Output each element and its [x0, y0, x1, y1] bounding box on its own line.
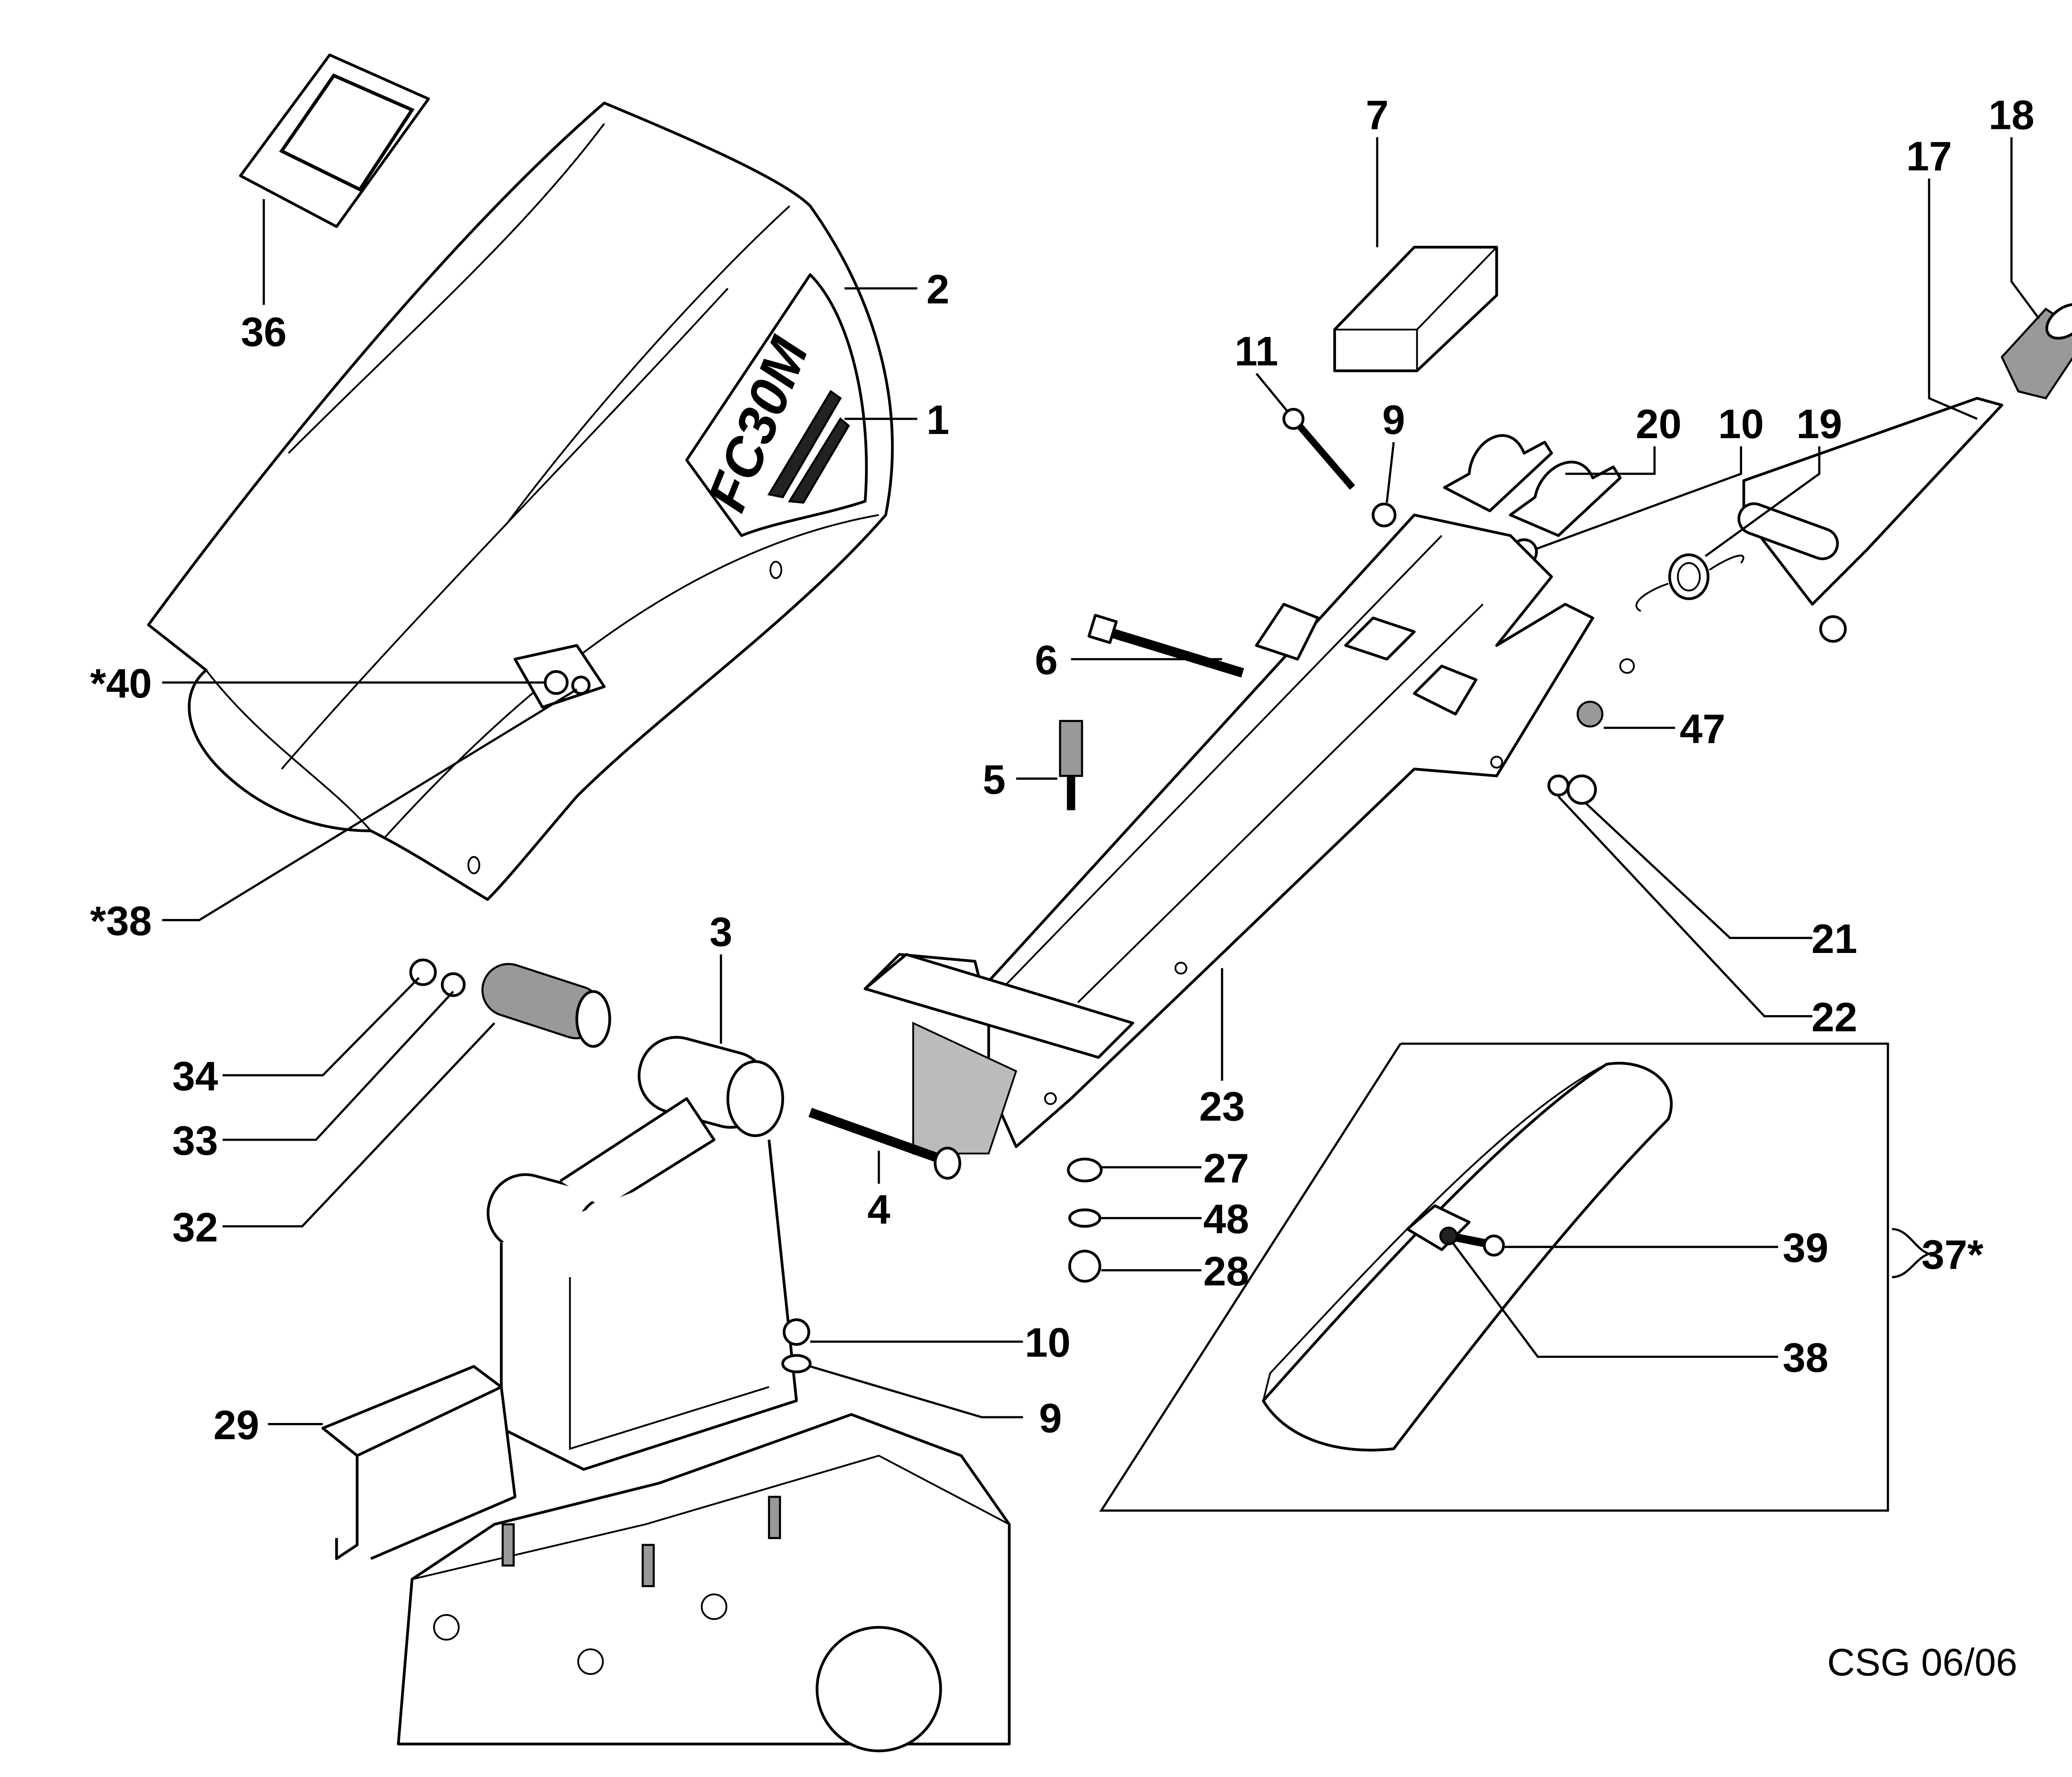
bolt-6 [1087, 613, 1244, 678]
callout-37: 37* [1922, 1232, 1984, 1278]
callout-34: 34 [172, 1054, 218, 1100]
callout-39: 39 [1783, 1225, 1829, 1271]
callout-38-skid: 38 [1783, 1335, 1829, 1381]
callout-33: 33 [172, 1118, 218, 1164]
screw-11 [1282, 407, 1356, 490]
washer-33 [441, 972, 466, 997]
block-7 [1333, 246, 1498, 372]
callout-20: 20 [1636, 401, 1682, 447]
callout-6: 6 [1035, 638, 1058, 684]
callout-18: 18 [1989, 92, 2035, 138]
hood-2 [147, 102, 894, 901]
bolt-4 [808, 1108, 961, 1180]
leader-lines [162, 137, 2040, 1425]
washer-22 [1547, 774, 1570, 797]
frame-23 [864, 514, 1635, 1155]
callout-10-bottom: 10 [1025, 1320, 1071, 1366]
callout-22: 22 [1811, 994, 1857, 1040]
bracket-29 [321, 1365, 517, 1560]
gearbox-housing [397, 1413, 1011, 1753]
washer-48 [1068, 1208, 1101, 1228]
callout-48: 48 [1203, 1196, 1249, 1242]
bolt-39 [1439, 1227, 1505, 1257]
callout-47: 47 [1680, 706, 1726, 752]
callout-29: 29 [213, 1402, 259, 1448]
callout-23: 23 [1199, 1084, 1245, 1130]
callout-17: 17 [1906, 133, 1952, 179]
footer-code: CSG 06/06 [1827, 1641, 2017, 1684]
callout-10-top: 10 [1718, 401, 1764, 447]
grip-18 [2000, 303, 2072, 400]
callout-28: 28 [1203, 1249, 1249, 1295]
callout-1: 1 [927, 397, 949, 443]
callout-9-top: 9 [1382, 397, 1405, 443]
washer-9-top [1372, 502, 1397, 528]
clamps-20 [1443, 434, 1622, 537]
callout-3: 3 [709, 909, 732, 955]
bracket-3 [487, 1036, 798, 1471]
callout-2: 2 [927, 267, 949, 313]
skid-box [1099, 1042, 1889, 1512]
skid-37 [1262, 1062, 1673, 1452]
lever-17 [1737, 397, 2004, 643]
callout-7: 7 [1366, 92, 1389, 138]
callout-38-hood: *38 [90, 898, 152, 944]
washer-27 [1067, 1157, 1103, 1183]
callout-11: 11 [1234, 328, 1278, 374]
callout-40: *40 [90, 661, 152, 707]
callout-labels: 2 1 36 *40 *38 7 18 17 11 9 20 10 19 6 4… [90, 92, 2034, 1448]
spring-47 [1576, 701, 1604, 728]
nut-10-bottom [782, 1318, 811, 1346]
nut-21 [1566, 774, 1597, 805]
callout-19: 19 [1796, 401, 1842, 447]
callout-27: 27 [1203, 1145, 1249, 1191]
callout-4: 4 [867, 1187, 890, 1233]
stud-5 [1059, 720, 1083, 810]
callout-36: 36 [241, 309, 287, 355]
callout-5: 5 [983, 757, 1005, 803]
decal-36 [239, 53, 430, 228]
spring-19 [1635, 553, 1745, 612]
washer-9-bottom [781, 1354, 812, 1373]
roller-32 [481, 963, 611, 1048]
callout-32: 32 [172, 1205, 218, 1251]
nut-28 [1068, 1249, 1101, 1283]
callout-9-bottom: 9 [1039, 1395, 1062, 1441]
callout-21: 21 [1811, 916, 1857, 962]
